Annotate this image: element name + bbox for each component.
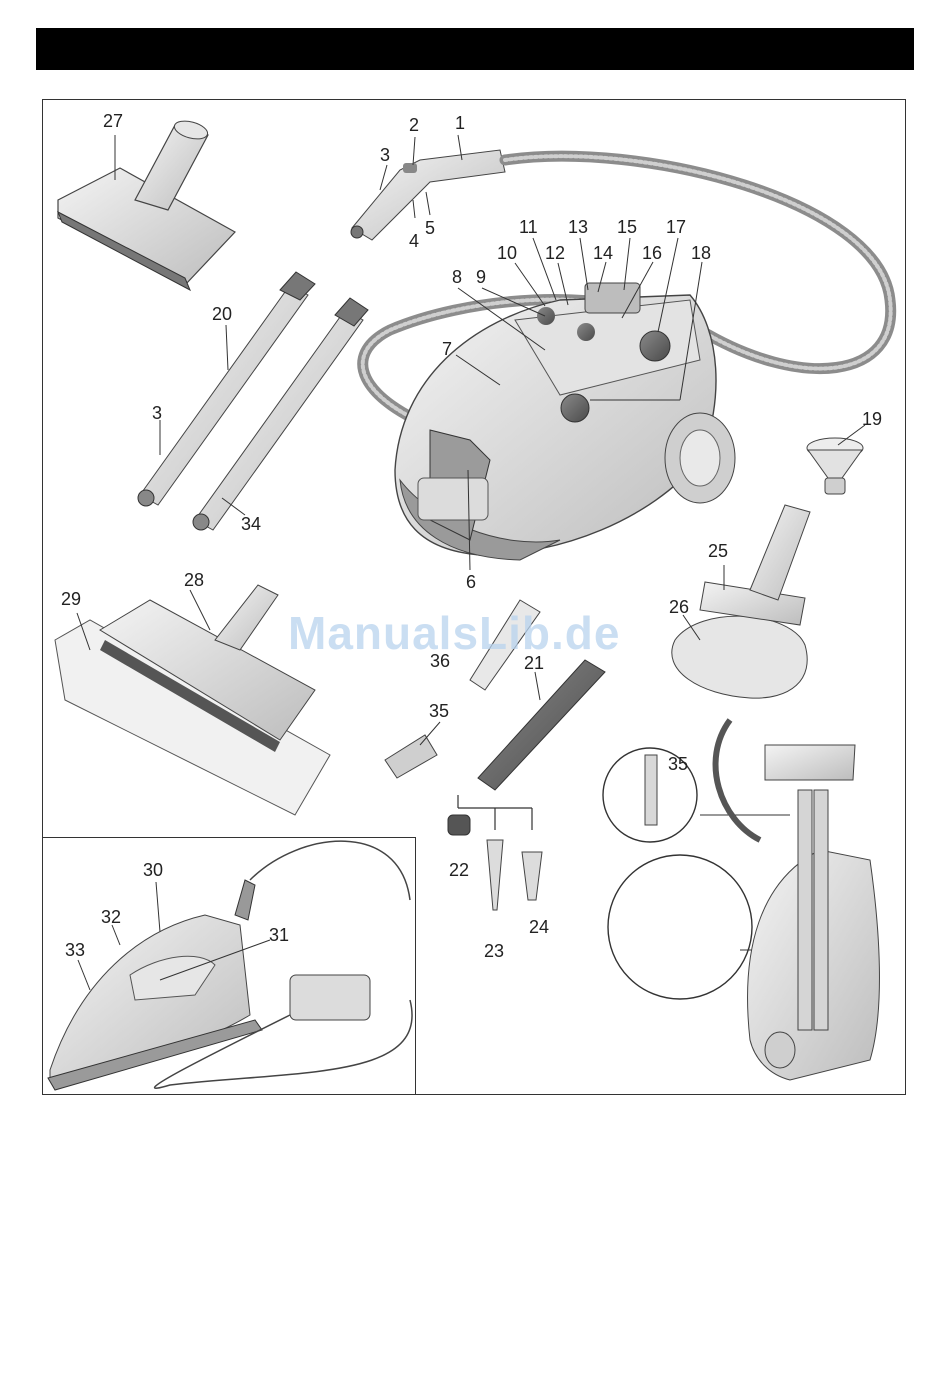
callout-31: 31 (269, 926, 289, 944)
callout-3: 3 (380, 146, 390, 164)
callout-13: 13 (568, 218, 588, 236)
callout-16: 16 (642, 244, 662, 262)
callout-29: 29 (61, 590, 81, 608)
callout-2: 2 (409, 116, 419, 134)
callout-1: 1 (455, 114, 465, 132)
callout-34: 34 (241, 515, 261, 533)
watermark: ManualsLib.de (288, 606, 620, 660)
callout-8: 8 (452, 268, 462, 286)
callout-17: 17 (666, 218, 686, 236)
window-nozzle-icon (58, 118, 235, 290)
callout-12: 12 (545, 244, 565, 262)
funnel-icon (807, 438, 863, 494)
callout-30: 30 (143, 861, 163, 879)
callout-9: 9 (476, 268, 486, 286)
callout-11: 11 (519, 218, 538, 236)
iron-icon (48, 841, 412, 1090)
callout-28: 28 (184, 571, 204, 589)
callout-19: 19 (862, 410, 882, 428)
callout-21: 21 (524, 654, 544, 672)
callout-23: 23 (484, 942, 504, 960)
callout-18: 18 (691, 244, 711, 262)
callout-4: 4 (409, 232, 419, 250)
callout-5: 5 (425, 219, 435, 237)
callout-26: 26 (669, 598, 689, 616)
callout-25: 25 (708, 542, 728, 560)
extension-tube-icon (138, 272, 368, 530)
storage-diagram-icon (603, 720, 879, 1080)
callout-24: 24 (529, 918, 549, 936)
upholstery-brush-icon (672, 505, 810, 698)
callout-14: 14 (593, 244, 613, 262)
callout-22: 22 (449, 861, 469, 879)
callout-7: 7 (442, 340, 452, 358)
round-brush-icon (448, 795, 542, 910)
callout-27: 27 (103, 112, 123, 130)
steam-generator-icon (395, 283, 735, 560)
callout-32: 32 (101, 908, 121, 926)
callout-36: 36 (430, 652, 450, 670)
callout-3b: 3 (152, 404, 162, 422)
callout-35: 35 (429, 702, 449, 720)
callout-10: 10 (497, 244, 517, 262)
callout-33: 33 (65, 941, 85, 959)
callout-6: 6 (466, 573, 476, 591)
callout-20: 20 (212, 305, 232, 323)
callout-35b: 35 (668, 755, 688, 773)
callout-15: 15 (617, 218, 637, 236)
